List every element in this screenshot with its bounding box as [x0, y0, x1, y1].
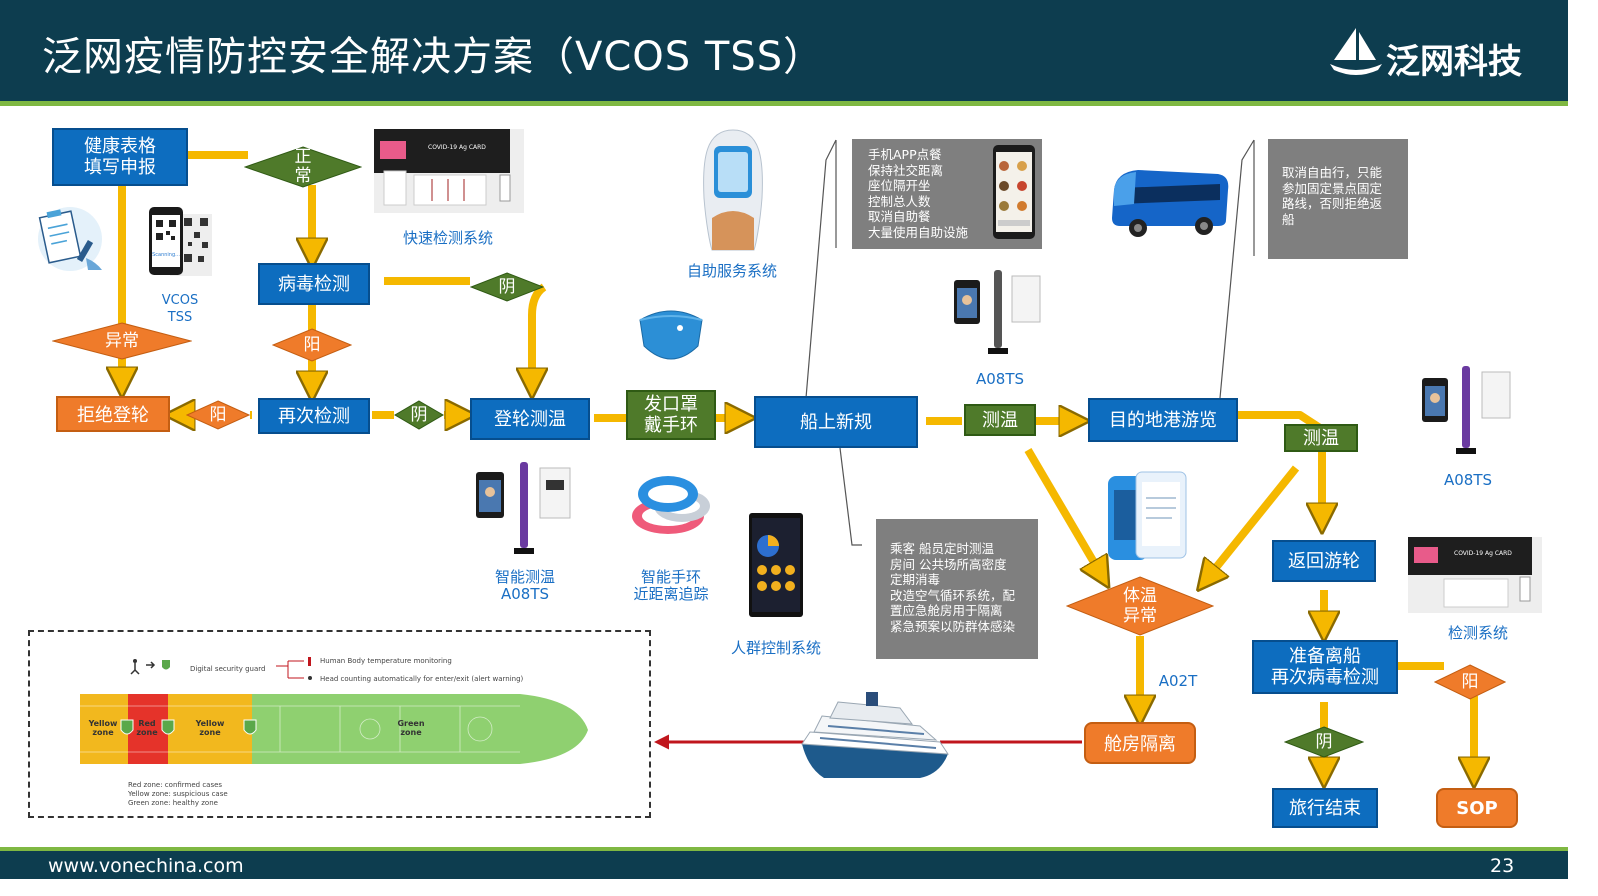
- zone-legend-panel: [28, 630, 651, 818]
- clipboard-form-icon: [38, 207, 102, 271]
- smart-band-caption: 智能手环近距离追踪: [633, 568, 709, 603]
- retest-box: 再次检测: [258, 398, 370, 434]
- prepare-leave-box: 准备离船再次病毒检测: [1252, 640, 1398, 694]
- legend-green-desc: Green zone: healthy zone: [128, 799, 218, 807]
- crew-rules-note: 乘客 船员定时测温房间 公共场所高密度定期消毒改造空气循环系统，配置应急舱房用于…: [876, 519, 1038, 659]
- qr-phone-icon: Scanning...: [149, 207, 212, 276]
- measure-temp-box-2: 测温: [1284, 424, 1358, 452]
- crowd-control-caption: 人群控制系统: [730, 639, 821, 657]
- a02t-caption: A02T: [1158, 672, 1198, 690]
- test-system-caption: 检测系统: [1447, 624, 1508, 642]
- legend-guard-text: Digital security guard: [190, 665, 266, 673]
- abnormal-diamond: [52, 322, 192, 360]
- header-bar: [0, 0, 1568, 101]
- a08ts-caption-1: A08TS: [975, 370, 1025, 388]
- smart-temp-terminal-image: [476, 462, 571, 554]
- positive-diamond-4-label: 阳: [1461, 672, 1479, 692]
- negative-diamond-3: [1284, 726, 1364, 758]
- rapid-test-caption: 快速检测系统: [402, 229, 493, 247]
- page-number: 23: [1490, 855, 1515, 877]
- legend-temp-text: Human Body temperature monitoring: [320, 657, 452, 665]
- covid-test-kit-image: COVID-19 Ag CARD: [374, 129, 524, 213]
- header-accent-line: [0, 101, 1568, 106]
- negative-diamond-2-label: 阴: [410, 405, 428, 425]
- negative-diamond-1: [470, 272, 544, 302]
- flow-connectors: [0, 139, 1568, 879]
- positive-diamond-2: [186, 400, 250, 430]
- positive-diamond-2-label: 阳: [209, 405, 227, 425]
- cabin-isolation-box: 舱房隔离: [1084, 722, 1196, 764]
- smart-wristband-image: [632, 476, 710, 534]
- legend-top-icons: [130, 657, 312, 680]
- legend-yellow-desc: Yellow zone: suspicious case: [128, 790, 228, 798]
- route-rules-note: 取消自由行，只能参加固定景点固定路线，否则拒绝返船: [1268, 139, 1408, 259]
- a02t-handheld-image: [1108, 471, 1187, 560]
- test-system-image: COVID-19 Ag CARD: [1408, 537, 1542, 613]
- scan-text: Scanning...: [152, 252, 180, 258]
- temp-abnormal-diamond: [1066, 576, 1214, 636]
- negative-diamond-3-label: 阴: [1315, 732, 1333, 752]
- ship-zone-map: [80, 694, 588, 764]
- page-title: 泛网疫情防控安全解决方案（VCOS TSS）: [42, 34, 825, 80]
- footer-bar: [0, 851, 1568, 879]
- covid-card-text: COVID-19 Ag CARD: [428, 144, 486, 151]
- measure-temp-box: 测温: [964, 404, 1036, 436]
- crowd-control-tablet-image: [749, 513, 803, 617]
- ship-logo-icon: [1330, 28, 1382, 75]
- reject-boarding-box: 拒绝登轮: [56, 396, 170, 432]
- covid-card-text-2: COVID-19 Ag CARD: [1454, 550, 1512, 557]
- bus-image: [1112, 170, 1229, 237]
- a08ts-caption-2: A08TS: [1443, 471, 1493, 489]
- legend-red-desc: Red zone: confirmed cases: [128, 781, 223, 789]
- health-form-box: 健康表格填写申报: [52, 128, 188, 186]
- destination-tour-box: 目的地港游览: [1088, 398, 1238, 442]
- footer-accent-line: [0, 847, 1568, 851]
- a08ts-terminal-image-1: [954, 270, 1041, 354]
- abnormal-diamond-label: 异常: [105, 331, 139, 351]
- positive-diamond-1: [272, 328, 352, 362]
- phone-app-icon: [993, 145, 1035, 239]
- mask-band-box: 发口罩戴手环: [626, 390, 716, 440]
- legend-head-count-text: Head counting automatically for enter/ex…: [320, 675, 524, 683]
- new-rules-box: 船上新规: [754, 396, 918, 448]
- boarding-temp-box: 登轮测温: [470, 398, 590, 440]
- logo-text: 泛网科技: [1386, 42, 1522, 82]
- trip-end-box: 旅行结束: [1272, 788, 1378, 828]
- self-service-caption: 自助服务系统: [686, 262, 777, 280]
- self-service-kiosk-image: [703, 129, 763, 251]
- normal-diamond: [244, 146, 362, 188]
- negative-diamond-1-label: 阴: [498, 277, 516, 297]
- a08ts-terminal-image-2: [1422, 366, 1511, 454]
- virus-test-box: 病毒检测: [258, 263, 370, 305]
- face-mask-image: [639, 310, 703, 360]
- negative-diamond-2: [394, 400, 444, 430]
- footer-url[interactable]: www.vonechina.com: [48, 855, 244, 877]
- cruise-ship-image: [801, 692, 949, 778]
- positive-diamond-1-label: 阳: [303, 335, 321, 355]
- positive-diamond-4: [1434, 664, 1506, 700]
- normal-diamond-label: 正常: [294, 147, 312, 186]
- return-ship-box: 返回游轮: [1272, 540, 1376, 582]
- sop-box: SOP: [1436, 788, 1518, 828]
- temp-abnormal-diamond-label: 体温异常: [1123, 586, 1157, 626]
